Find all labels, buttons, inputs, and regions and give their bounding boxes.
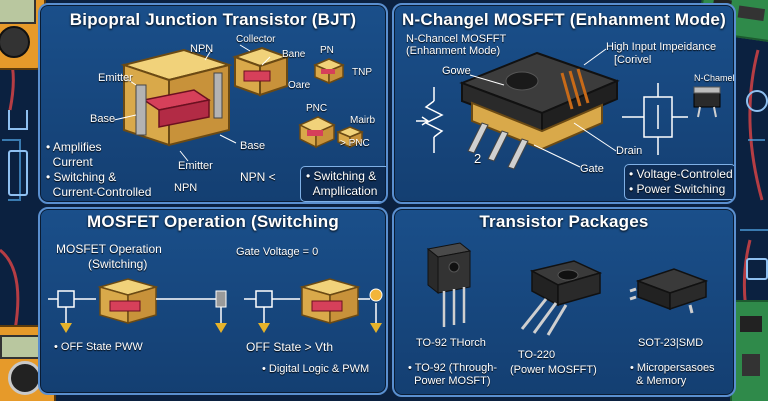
bullet-item: Current bbox=[52, 155, 93, 169]
label-base-left: Base bbox=[90, 113, 116, 125]
mosfet-package-icon bbox=[459, 51, 620, 170]
to92-package-icon bbox=[426, 242, 472, 327]
packages-right-bullets: • Micropersasoes & Memory bbox=[630, 362, 715, 387]
fork-icon bbox=[8, 110, 28, 130]
label-sot23: SOT-23|SMD bbox=[638, 337, 704, 349]
resistor-icon bbox=[8, 150, 28, 196]
multimeter-icon bbox=[0, 0, 46, 70]
small-mosfet-icon bbox=[693, 86, 721, 118]
label-gate: Gate bbox=[580, 163, 604, 175]
bjt-leader-lines bbox=[113, 44, 271, 162]
label-n-chamel: N-Chamel bbox=[694, 73, 735, 83]
label-pnc-arrow: > PNC bbox=[340, 138, 370, 149]
label-npn-arrow: NPN < bbox=[240, 170, 276, 184]
label-tnp: TNP bbox=[352, 67, 372, 78]
bullet-item: • Amplifies bbox=[46, 140, 102, 154]
label-oare: Oare bbox=[288, 80, 311, 91]
bjt-title: Bipopral Junction Transistor (BJT) bbox=[69, 10, 357, 29]
label-two: 2 bbox=[474, 151, 482, 166]
label-emitter-bottom: Emitter bbox=[178, 160, 213, 172]
label-to220: TO-220 bbox=[518, 349, 556, 361]
label-high-input-1: High Input Impeidance bbox=[606, 41, 717, 53]
label-mairb: Mairb bbox=[350, 115, 376, 126]
bjt-callout-box: • Switching & Ampllication bbox=[300, 166, 386, 202]
off-state-label: • OFF State PWW bbox=[54, 341, 143, 353]
pcb-board-icon-bottom bbox=[730, 300, 768, 401]
mosfet-operation-panel: MOSFET Operation (Switching MOSFET Opera… bbox=[38, 207, 388, 395]
operation-bullet: • Digital Logic & PWM bbox=[262, 363, 370, 375]
label-pn: PN bbox=[320, 45, 334, 56]
resistor-symbol-icon bbox=[416, 87, 444, 153]
label-to92-torch: TO-92 THorch bbox=[416, 337, 486, 349]
gear-icon bbox=[746, 90, 768, 112]
bjt-bullet-list: • Amplifies Current • Switching & Curren… bbox=[46, 140, 151, 200]
label-npn-top: NPN bbox=[190, 43, 214, 55]
label-pnc: PNC bbox=[306, 103, 328, 114]
label-emitter-top: Emitter bbox=[98, 72, 133, 84]
mosfet-bullet-box: • Voltage-Controled • Power Switching bbox=[624, 164, 734, 200]
mosfet-leader-lines bbox=[469, 48, 617, 168]
mosfet-nchannel-panel: N-Changel MOSFFT (Enhanment Mode) N-Chan… bbox=[392, 3, 736, 204]
switching-diagram bbox=[48, 278, 383, 333]
bullet-item: • Switching & bbox=[46, 170, 117, 184]
to220-package-icon bbox=[520, 260, 603, 336]
mosfet-symbol-icon bbox=[622, 83, 688, 155]
label-operation-sub-1: MOSFET Operation bbox=[56, 242, 162, 256]
label-operation-sub-2: (Switching) bbox=[88, 257, 148, 271]
packages-left-bullets: • TO-92 (Through- Power MOSFT) bbox=[408, 362, 498, 387]
label-npn-bottom: NPN bbox=[174, 182, 198, 194]
label-gowe: Gowe bbox=[442, 65, 471, 77]
chip-icon bbox=[746, 258, 768, 280]
packages-title: Transistor Packages bbox=[479, 212, 649, 231]
label-high-input-2: [Corivel bbox=[614, 54, 652, 66]
label-to220-sub: (Power MOSFFT) bbox=[510, 364, 597, 376]
bjt-mairb-block-icon bbox=[336, 126, 364, 149]
mosfet-nchannel-title: N-Changel MOSFFT (Enhanment Mode) bbox=[402, 10, 726, 29]
bjt-npn-block-icon bbox=[231, 46, 291, 97]
bjt-pn-block-icon bbox=[313, 58, 345, 85]
off-state-vth-label: OFF State > Vth bbox=[246, 340, 334, 354]
label-collector: Collector bbox=[236, 34, 276, 45]
packages-panel: Transistor Packages bbox=[392, 207, 736, 397]
sot23-package-icon bbox=[629, 268, 709, 314]
label-gate-voltage: Gate Voltage = 0 bbox=[236, 246, 319, 258]
bjt-pnc-block-icon bbox=[298, 116, 336, 149]
label-subtitle-2: (Enhanment Mode) bbox=[406, 45, 501, 57]
label-bane: Bane bbox=[282, 49, 306, 60]
label-drain: Drain bbox=[616, 145, 643, 157]
label-subtitle-1: N-Chancel MOSFFT bbox=[406, 33, 507, 45]
bullet-item: Current-Controlled bbox=[52, 185, 152, 199]
bjt-panel: Bipopral Junction Transistor (BJT) bbox=[38, 3, 388, 204]
label-base-right: Base bbox=[240, 140, 266, 152]
operation-title: MOSFET Operation (Switching bbox=[87, 212, 339, 231]
